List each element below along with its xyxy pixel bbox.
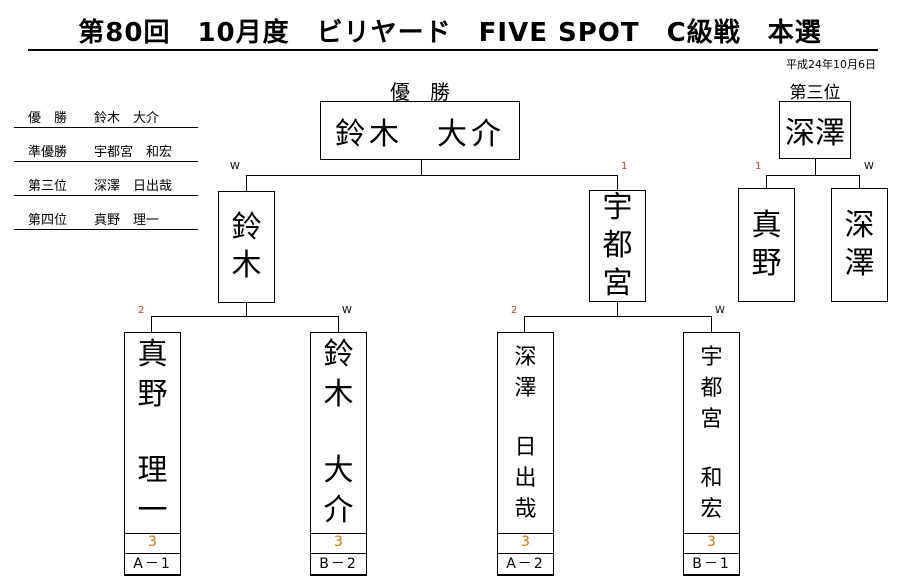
match-code: B－2: [310, 553, 367, 575]
event-date: 平成24年10月6日: [786, 58, 876, 71]
bracket-line: [338, 316, 339, 332]
name-char: 野: [751, 246, 782, 281]
result-rank: 優 勝: [28, 111, 68, 126]
name-char: 澤: [844, 246, 875, 281]
result-mark: 1: [621, 161, 628, 172]
match-code: B－1: [683, 553, 740, 575]
name-char: 宇: [700, 344, 723, 370]
player-box-mano: 真 野 理 一 3 A－1: [124, 332, 181, 576]
champion-box: 鈴木 大介: [320, 101, 520, 160]
name-char: 出: [514, 465, 537, 491]
name-char: 宮: [700, 406, 723, 432]
bracket-line: [421, 160, 422, 175]
final-label: 優 勝: [390, 80, 450, 104]
name-char: 鈴: [231, 210, 262, 245]
result-mark: W: [342, 305, 352, 316]
name-char: 木: [231, 248, 262, 283]
bracket-line: [246, 175, 247, 191]
bracket-line: [246, 303, 247, 316]
name-char: 理: [137, 453, 168, 488]
result-rank: 準優勝: [28, 145, 68, 160]
result-name: 真野 理一: [94, 213, 160, 228]
name-char: 真: [751, 208, 782, 243]
result-row-third: 第三位 深澤 日出哉: [14, 175, 198, 196]
result-row-fourth: 第四位 真野 理一: [14, 209, 198, 230]
name-char: 大: [323, 453, 354, 488]
result-rank: 第四位: [28, 213, 68, 228]
third-place-player-fukazawa: 深 澤: [831, 188, 888, 302]
name-char: 哉: [514, 496, 537, 522]
result-rank: 第三位: [28, 179, 68, 194]
third-place-box: 深澤: [779, 101, 851, 159]
result-mark: 2: [511, 305, 518, 316]
match-code: A－1: [124, 553, 181, 575]
match-score: 3: [684, 533, 739, 551]
semifinal-box-left: 鈴 木: [218, 191, 275, 303]
match-score: 3: [125, 533, 180, 551]
bracket-line: [766, 175, 860, 176]
bracket-line: [859, 175, 860, 188]
name-char: 木: [323, 377, 354, 412]
name-char: 都: [700, 375, 723, 401]
player-box-fukazawa: 深 澤 日 出 哉 3 A－2: [497, 332, 554, 576]
player-name: 深 澤 日 出 哉: [498, 333, 553, 533]
name-char: 鈴: [323, 337, 354, 372]
name-char: 日: [514, 434, 537, 460]
result-mark: W: [864, 161, 874, 172]
title-underline: [28, 49, 878, 51]
result-mark: W: [230, 161, 240, 172]
name-char: 都: [602, 228, 633, 263]
name-char: 深: [844, 208, 875, 243]
result-name: 鈴木 大介: [94, 111, 160, 126]
player-name: 真 野 理 一: [125, 333, 180, 533]
player-box-utsunomiya: 宇 都 宮 和 宏 3 B－1: [683, 332, 740, 576]
name-char: 一: [137, 493, 168, 528]
result-row-runner-up: 準優勝 宇都宮 和宏: [14, 141, 198, 162]
name-char: 宮: [602, 266, 633, 301]
result-mark: 1: [755, 161, 762, 172]
name-char: 野: [137, 377, 168, 412]
third-place-label: 第三位: [789, 83, 841, 103]
third-place-player-mano: 真 野: [738, 188, 795, 302]
result-name: 宇都宮 和宏: [94, 145, 173, 160]
match-score: 3: [498, 533, 553, 551]
bracket-line: [711, 316, 712, 332]
bracket-line: [151, 316, 152, 332]
name-char: 介: [323, 493, 354, 528]
result-row-champion: 優 勝 鈴木 大介: [14, 107, 198, 128]
player-box-suzuki: 鈴 木 大 介 3 B－2: [310, 332, 367, 576]
player-name: 鈴 木 大 介: [311, 333, 366, 533]
bracket-line: [617, 175, 618, 190]
bracket-line: [246, 175, 617, 176]
bracket-line: [766, 175, 767, 188]
name-char: 和: [700, 465, 723, 491]
result-mark: 2: [138, 305, 145, 316]
bracket-line: [524, 316, 525, 332]
name-char: 宏: [700, 496, 723, 522]
page-title: 第80回 10月度 ビリヤード FIVE SPOT C級戦 本選: [78, 18, 822, 48]
result-mark: W: [715, 305, 725, 316]
bracket-line: [151, 316, 339, 317]
name-char: 深: [514, 344, 537, 370]
bracket-line: [524, 316, 712, 317]
semifinal-box-right: 宇 都 宮: [589, 190, 646, 302]
player-name: 宇 都 宮 和 宏: [684, 333, 739, 533]
match-score: 3: [311, 533, 366, 551]
bracket-line: [617, 302, 618, 316]
name-char: 真: [137, 337, 168, 372]
name-char: 澤: [514, 375, 537, 401]
result-name: 深澤 日出哉: [94, 179, 173, 194]
bracket-line: [815, 159, 816, 175]
match-code: A－2: [497, 553, 554, 575]
name-char: 宇: [602, 190, 633, 225]
